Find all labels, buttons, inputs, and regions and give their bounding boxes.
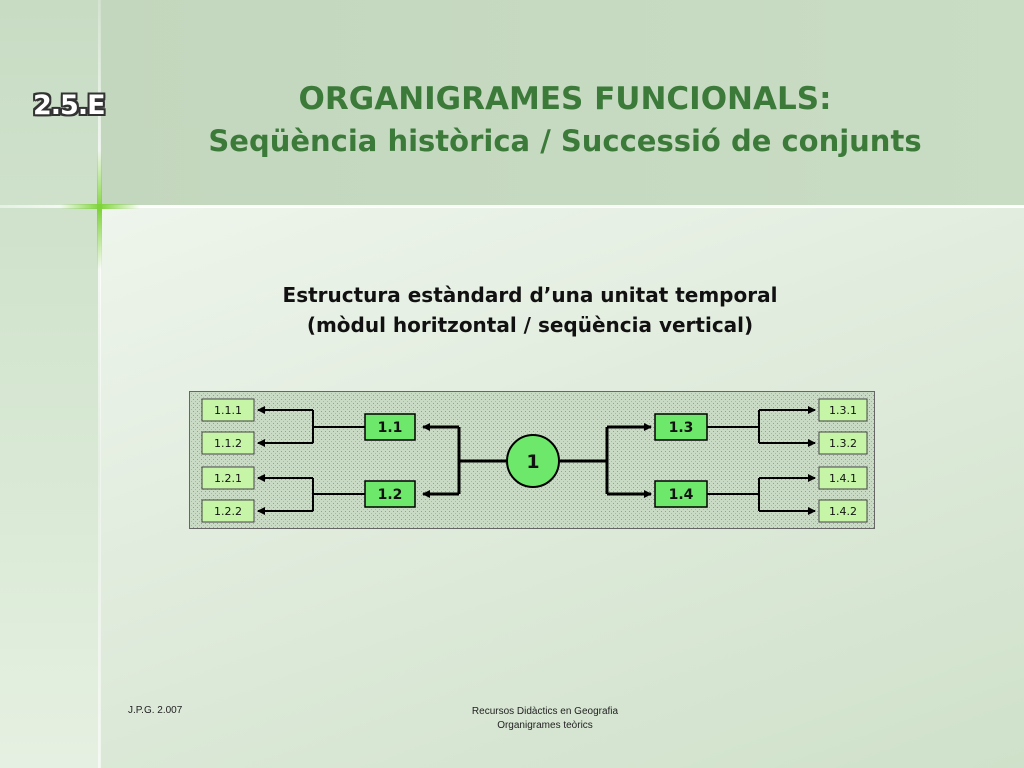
node-1-4-label: 1.4	[669, 487, 694, 503]
horizontal-divider	[0, 205, 1024, 208]
leaf-1-4-2: 1.4.2	[818, 499, 868, 523]
node-1-1: 1.1	[364, 413, 416, 441]
node-1-2: 1.2	[364, 480, 416, 508]
leaf-1-4-1-label: 1.4.1	[829, 472, 857, 485]
left-band	[0, 0, 100, 768]
node-1-4: 1.4	[654, 480, 708, 508]
leaf-1-3-1-label: 1.3.1	[829, 404, 857, 417]
subtitle-line-2: (mòdul horitzontal / seqüència vertical)	[306, 313, 754, 337]
diagram-subtitle: Estructura estàndard d’una unitat tempor…	[180, 280, 880, 340]
subtitle-line-1: Estructura estàndard d’una unitat tempor…	[282, 283, 778, 307]
org-diagram: 1 1.1 1.2 1.3 1.4 1.1.1 1.1.2	[189, 391, 875, 529]
node-1-3-label: 1.3	[669, 420, 694, 436]
leaf-1-1-2: 1.1.2	[201, 431, 255, 455]
sparkle-vertical	[97, 150, 102, 270]
header-band	[100, 0, 1024, 207]
vertical-divider	[98, 0, 101, 768]
connectors	[257, 406, 816, 515]
node-1-3: 1.3	[654, 413, 708, 441]
leaf-1-3-2: 1.3.2	[818, 431, 868, 455]
leaf-1-4-2-label: 1.4.2	[829, 505, 857, 518]
title-line-1: ORGANIGRAMES FUNCIONALS:	[298, 81, 832, 117]
footer-source-line-1: Recursos Didàctics en Geografia	[471, 706, 619, 717]
leaf-1-3-1: 1.3.1	[818, 398, 868, 422]
node-1-1-label: 1.1	[378, 420, 403, 436]
leaf-1-4-1: 1.4.1	[818, 466, 868, 490]
leaf-1-1-1-label: 1.1.1	[214, 404, 242, 417]
footer-source-line-2: Organigrames teòrics	[497, 720, 593, 731]
leaf-1-2-2: 1.2.2	[201, 499, 255, 523]
leaf-1-3-2-label: 1.3.2	[829, 437, 857, 450]
slide-badge: 2.5.E	[33, 90, 106, 121]
root-label: 1	[526, 451, 539, 473]
org-diagram-svg: 1 1.1 1.2 1.3 1.4 1.1.1 1.1.2	[189, 391, 875, 529]
leaf-1-2-1: 1.2.1	[201, 466, 255, 490]
root-node: 1	[506, 434, 560, 488]
slide-title: ORGANIGRAMES FUNCIONALS: Seqüència histò…	[110, 78, 1020, 162]
footer-author: J.P.G. 2.007	[128, 705, 183, 716]
leaf-1-2-1-label: 1.2.1	[214, 472, 242, 485]
leaf-1-1-2-label: 1.1.2	[214, 437, 242, 450]
footer-source: Recursos Didàctics en Geografia Organigr…	[440, 705, 650, 733]
leaf-1-2-2-label: 1.2.2	[214, 505, 242, 518]
node-1-2-label: 1.2	[378, 487, 403, 503]
leaf-1-1-1: 1.1.1	[201, 398, 255, 422]
title-line-2: Seqüència històrica / Successió de conju…	[208, 124, 922, 158]
